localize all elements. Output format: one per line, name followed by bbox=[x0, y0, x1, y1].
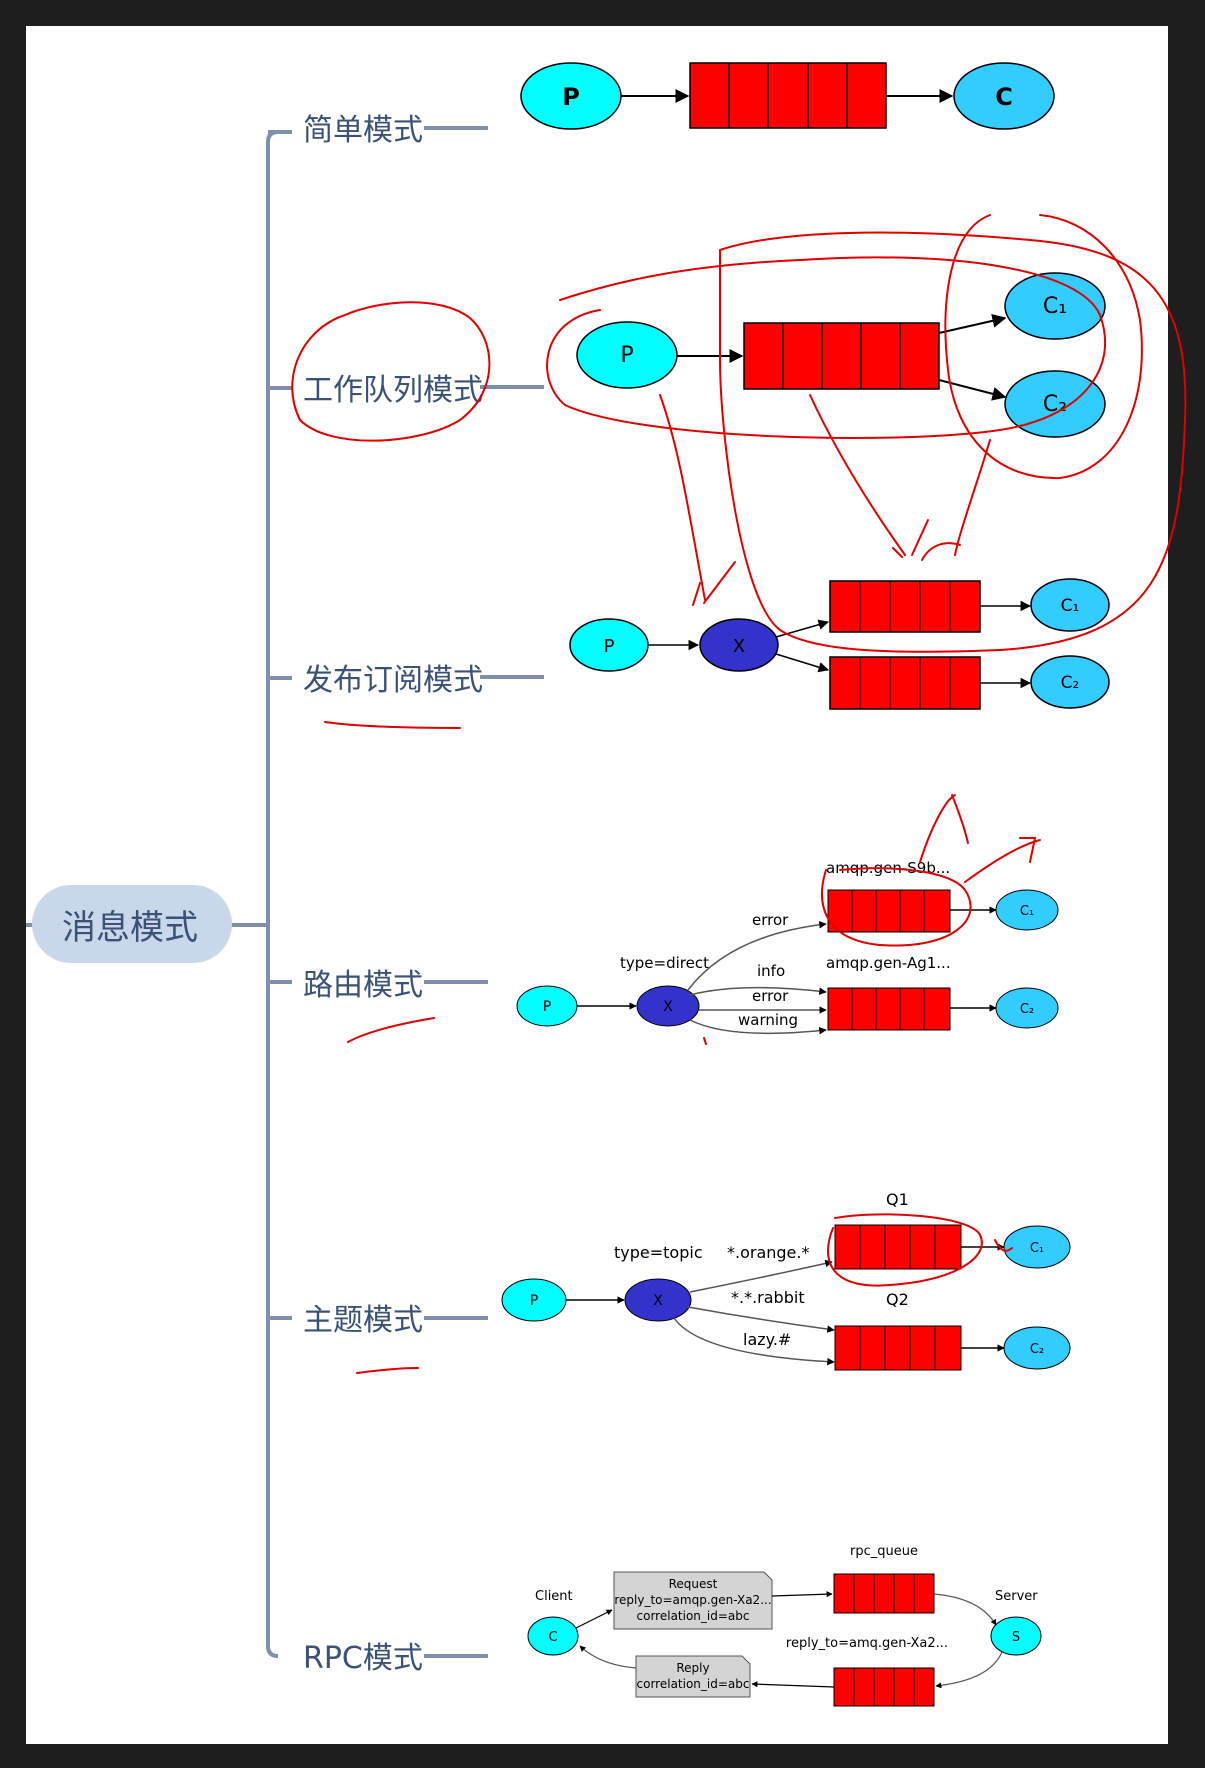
svg-text:P: P bbox=[562, 83, 580, 111]
branch-routing[interactable]: 路由模式 bbox=[303, 968, 423, 1003]
svg-text:C₂: C₂ bbox=[1030, 1342, 1044, 1357]
svg-text:C₂: C₂ bbox=[1061, 673, 1080, 693]
routing-queue-1 bbox=[827, 889, 951, 933]
svg-text:C: C bbox=[548, 1630, 557, 1645]
routing-queue-2 bbox=[827, 987, 951, 1031]
svg-text:type=topic: type=topic bbox=[614, 1243, 703, 1262]
routing-consumer-2 bbox=[995, 987, 1059, 1029]
svg-text:reply_to=amq.gen-Xa2...: reply_to=amq.gen-Xa2... bbox=[786, 1636, 948, 1651]
svg-text:*.orange.*: *.orange.* bbox=[727, 1243, 809, 1262]
svg-text:Reply: Reply bbox=[676, 1661, 709, 1675]
rpc-server bbox=[990, 1616, 1042, 1656]
pubsub-queue-2 bbox=[829, 656, 981, 710]
simple-queue bbox=[689, 62, 887, 129]
svg-text:correlation_id=abc: correlation_id=abc bbox=[637, 1677, 750, 1691]
branch-labels: 简单模式 工作队列模式 发布订阅模式 路由模式 主题模式 RPC模式 bbox=[303, 113, 483, 1676]
pubsub-consumer-1 bbox=[1030, 578, 1110, 632]
svg-text:type=direct: type=direct bbox=[620, 954, 709, 972]
svg-text:S: S bbox=[1012, 1630, 1020, 1645]
routing-diagram: P X type=direct error info error warning… bbox=[516, 859, 1059, 1035]
simple-diagram: P C bbox=[520, 62, 1055, 130]
simple-consumer bbox=[953, 62, 1055, 130]
routing-exchange bbox=[636, 985, 700, 1027]
branch-pubsub[interactable]: 发布订阅模式 bbox=[303, 663, 483, 698]
svg-text:C: C bbox=[995, 83, 1013, 111]
work-consumer-1 bbox=[1004, 272, 1106, 340]
svg-text:P: P bbox=[530, 1293, 538, 1309]
pubsub-consumer-2 bbox=[1030, 655, 1110, 709]
rpc-reply-note: Reply correlation_id=abc bbox=[635, 1655, 751, 1698]
branch-simple[interactable]: 简单模式 bbox=[303, 113, 423, 148]
svg-text:P: P bbox=[543, 999, 551, 1015]
svg-text:info: info bbox=[757, 962, 785, 980]
topic-queue-1 bbox=[834, 1224, 962, 1270]
svg-text:Server: Server bbox=[995, 1589, 1038, 1604]
svg-text:rpc_queue: rpc_queue bbox=[850, 1544, 918, 1559]
pubsub-diagram: P X C₁ C₂ bbox=[569, 578, 1110, 710]
branch-work-queue[interactable]: 工作队列模式 bbox=[303, 373, 483, 408]
svg-text:Client: Client bbox=[535, 1589, 573, 1604]
svg-text:Q1: Q1 bbox=[886, 1190, 909, 1209]
svg-text:C₁: C₁ bbox=[1061, 596, 1080, 616]
rpc-request-note: Request reply_to=amqp.gen-Xa2... correla… bbox=[613, 1571, 773, 1630]
root-node[interactable]: 消息模式 bbox=[32, 885, 232, 963]
svg-text:P: P bbox=[620, 343, 633, 368]
branch-rpc[interactable]: RPC模式 bbox=[303, 1641, 423, 1676]
svg-text:X: X bbox=[663, 999, 673, 1015]
svg-text:Request: Request bbox=[669, 1577, 718, 1591]
svg-text:X: X bbox=[653, 1293, 663, 1309]
rpc-request-queue bbox=[833, 1573, 935, 1614]
svg-text:C₁: C₁ bbox=[1030, 1241, 1044, 1256]
work-diagram: P C₁ C₂ bbox=[576, 272, 1106, 438]
topic-exchange bbox=[624, 1278, 692, 1322]
svg-text:error: error bbox=[752, 911, 789, 929]
routing-consumer-1 bbox=[995, 889, 1059, 931]
topic-consumer-2 bbox=[1003, 1326, 1071, 1370]
rpc-client bbox=[527, 1616, 579, 1656]
svg-text:C₁: C₁ bbox=[1020, 904, 1034, 919]
svg-text:X: X bbox=[733, 636, 745, 657]
pubsub-queue-1 bbox=[829, 580, 981, 633]
svg-text:correlation_id=abc: correlation_id=abc bbox=[637, 1609, 750, 1623]
pubsub-exchange bbox=[699, 618, 779, 672]
root-label: 消息模式 bbox=[62, 908, 198, 948]
svg-text:reply_to=amqp.gen-Xa2...: reply_to=amqp.gen-Xa2... bbox=[614, 1593, 771, 1607]
branch-topic[interactable]: 主题模式 bbox=[303, 1303, 423, 1338]
svg-text:warning: warning bbox=[738, 1011, 798, 1029]
work-consumer-2 bbox=[1004, 370, 1106, 438]
topic-queue-2 bbox=[834, 1325, 962, 1371]
hand-annotations bbox=[291, 214, 1187, 1374]
svg-text:C₁: C₁ bbox=[1043, 294, 1067, 319]
svg-text:Q2: Q2 bbox=[886, 1290, 909, 1309]
topic-diagram: P X type=topic *.orange.* *.*.rabbit laz… bbox=[501, 1190, 1071, 1371]
svg-text:P: P bbox=[604, 636, 615, 657]
svg-text:*.*.rabbit: *.*.rabbit bbox=[731, 1288, 805, 1307]
rpc-reply-queue bbox=[833, 1667, 935, 1707]
svg-text:C₂: C₂ bbox=[1020, 1002, 1034, 1017]
svg-text:error: error bbox=[752, 987, 789, 1005]
rpc-diagram: Client C Request reply_to=amqp.gen-Xa2..… bbox=[527, 1544, 1042, 1707]
work-queue bbox=[743, 322, 940, 390]
canvas-sheet bbox=[26, 26, 1168, 1744]
topic-consumer-1 bbox=[1003, 1225, 1071, 1269]
mindmap-connectors bbox=[26, 126, 544, 1658]
svg-text:amqp.gen-Ag1...: amqp.gen-Ag1... bbox=[826, 954, 951, 972]
svg-text:lazy.#: lazy.# bbox=[743, 1330, 791, 1349]
